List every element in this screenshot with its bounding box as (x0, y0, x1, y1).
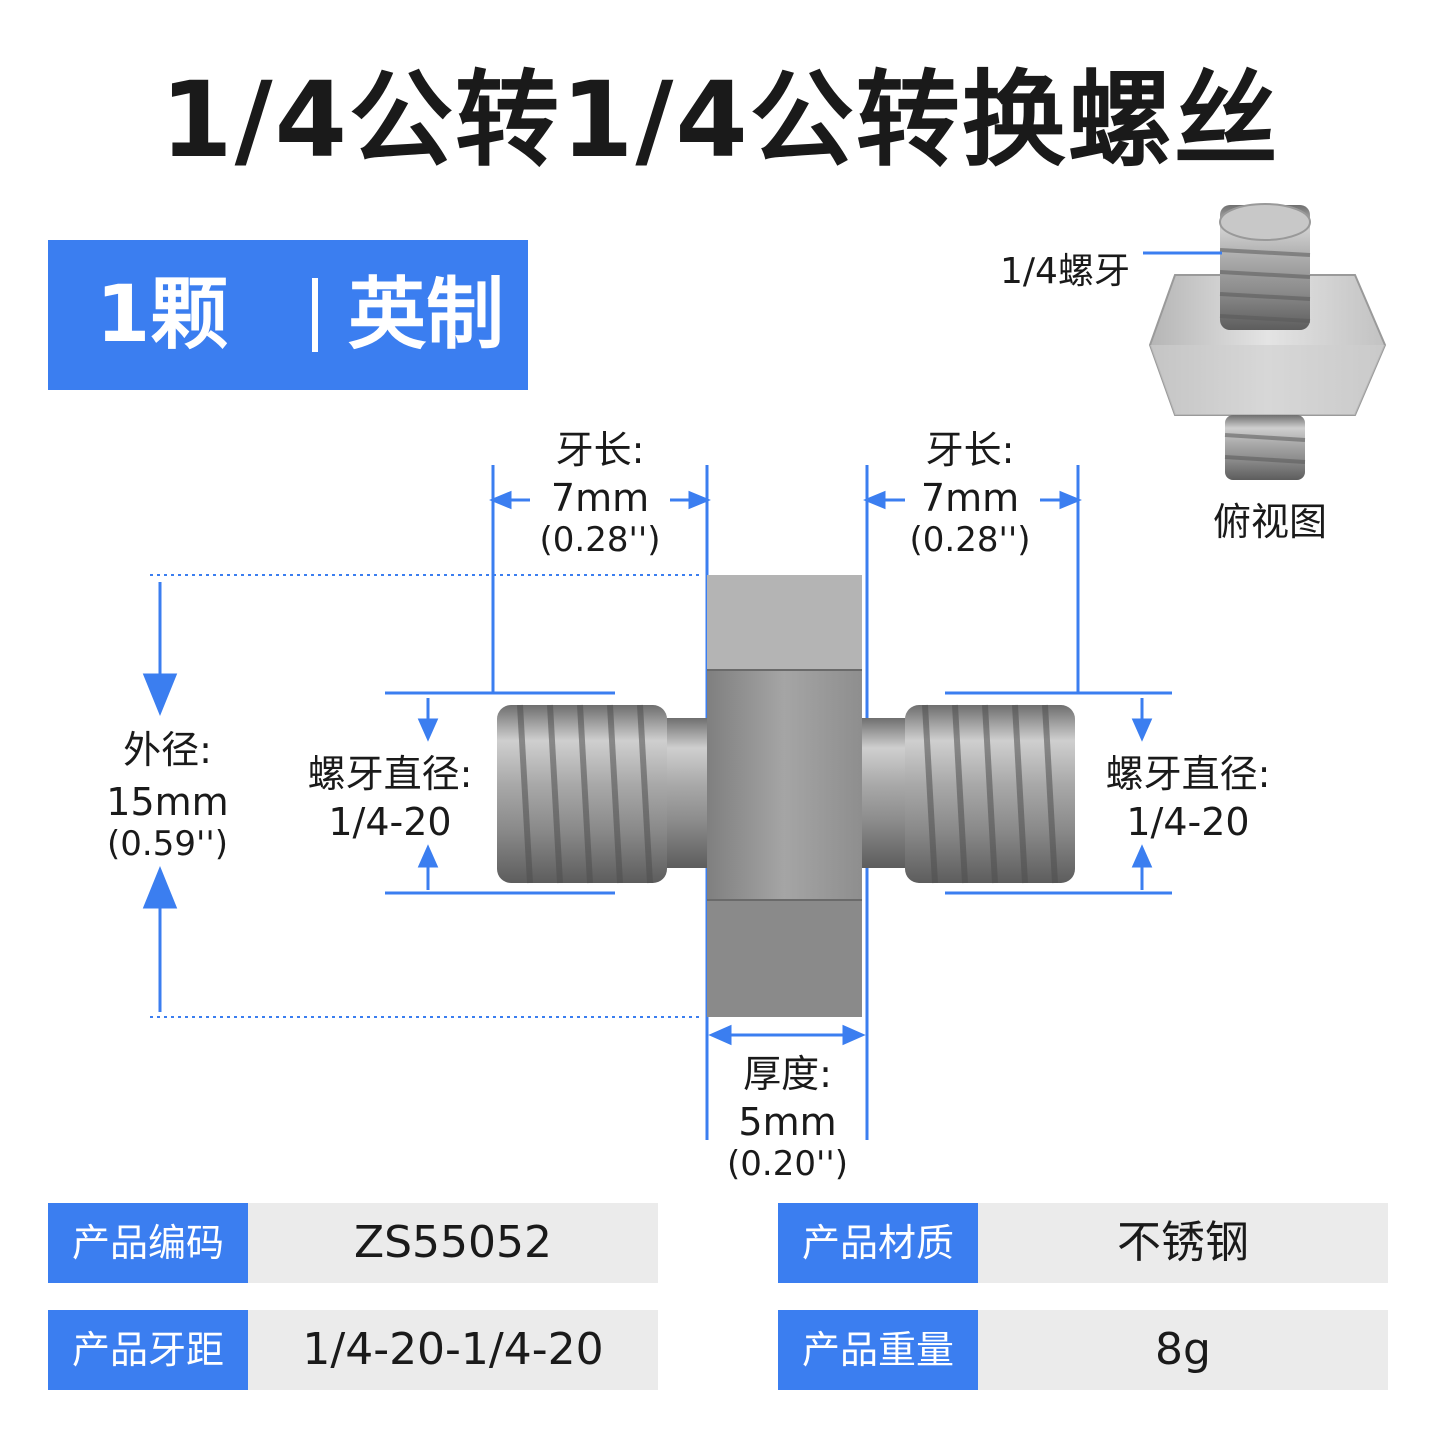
dimension-arrows (142, 490, 1153, 1046)
thread-diameter-right-value: 1/4-20 (1126, 800, 1250, 844)
thread-diameter-right-label: 螺牙直径: (1105, 752, 1271, 796)
spec-row-weight: 产品重量 8g (778, 1310, 1388, 1390)
badge-count: 1颗 (96, 270, 229, 360)
thread-length-right-label: 牙长: (925, 428, 1015, 472)
spec-row-pitch: 产品牙距 1/4-20-1/4-20 (48, 1310, 658, 1390)
quantity-standard-badge: 1颗 英制 (48, 240, 528, 390)
spec-row-material: 产品材质 不锈钢 (778, 1203, 1388, 1283)
outer-diameter-imperial: (0.59'') (107, 824, 228, 864)
outer-diameter-label: 外径: (123, 728, 212, 772)
spec-key: 产品编码 (48, 1203, 248, 1283)
outer-diameter-metric: 15mm (106, 780, 229, 824)
spec-key: 产品牙距 (48, 1310, 248, 1390)
thickness-metric: 5mm (738, 1100, 837, 1144)
thread-diameter-left-label: 螺牙直径: (307, 752, 473, 796)
thread-length-left-imperial: (0.28'') (539, 520, 661, 560)
top-view-caption: 俯视图 (1212, 500, 1327, 544)
thickness: 厚度: 5mm (0.20'') (700, 1052, 875, 1184)
thickness-imperial: (0.20'') (727, 1144, 848, 1184)
thread-diameter-right: 螺牙直径: 1/4-20 (1088, 752, 1288, 844)
badge-standard: 英制 (348, 270, 505, 360)
spec-value: 1/4-20-1/4-20 (248, 1310, 658, 1390)
thread-length-left-metric: 7mm (550, 476, 650, 520)
screw-body (497, 575, 1075, 1017)
badge-divider (312, 278, 318, 352)
thread-length-left-label: 牙长: (555, 428, 645, 472)
thickness-label: 厚度: (743, 1052, 832, 1096)
dotted-guides (150, 574, 700, 1018)
spec-value: ZS55052 (248, 1203, 658, 1283)
page-title: 1/4公转1/4公转换螺丝 (160, 59, 1280, 181)
outer-diameter: 外径: 15mm (0.59'') (80, 728, 255, 864)
spec-value: 8g (978, 1310, 1388, 1390)
thread-length-right-metric: 7mm (920, 476, 1020, 520)
spec-key: 产品材质 (778, 1203, 978, 1283)
thread-diameter-left: 螺牙直径: 1/4-20 (290, 752, 490, 844)
top-view-thread-label: 1/4螺牙 (1000, 251, 1130, 292)
thread-length-left: 牙长: 7mm (0.28'') (500, 428, 700, 560)
thread-diameter-left-value: 1/4-20 (328, 800, 452, 844)
spec-key: 产品重量 (778, 1310, 978, 1390)
spec-value: 不锈钢 (978, 1203, 1388, 1283)
spec-row-code: 产品编码 ZS55052 (48, 1203, 658, 1283)
thread-length-right: 牙长: 7mm (0.28'') (870, 428, 1070, 560)
top-view-image (1143, 203, 1387, 480)
thread-length-right-imperial: (0.28'') (909, 520, 1031, 560)
